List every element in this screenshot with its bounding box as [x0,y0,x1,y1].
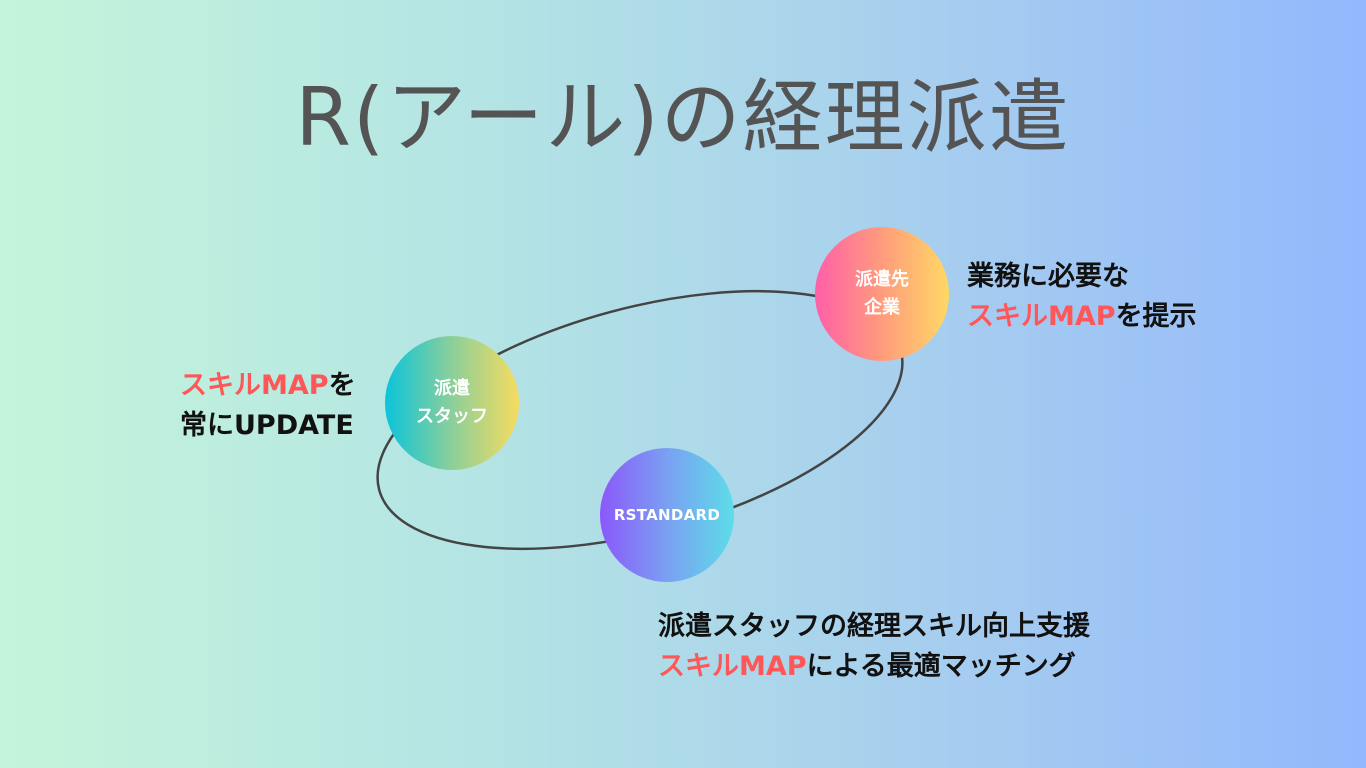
note-client-highlight: スキルMAP [967,301,1116,332]
note-staff-highlight: スキルMAP [180,370,329,401]
node-dispatch-staff-label: 派遣 スタッフ [416,378,488,427]
note-staff-line1: スキルMAPを [180,366,356,406]
node-rstandard: RSTANDARD [600,448,734,582]
note-rstandard-line2-rest: による最適マッチング [806,651,1076,682]
note-staff-line2: 常にUPDATE [180,410,354,441]
note-rstandard-highlight: スキルMAP [658,651,807,682]
note-client-line1: 業務に必要な [967,261,1129,292]
note-client: 業務に必要な スキルMAPを提示 [967,257,1197,337]
note-staff-line1-rest: を [328,370,356,401]
note-rstandard-line2: スキルMAPによる最適マッチング [658,647,1090,687]
node-dispatch-staff: 派遣 スタッフ [385,336,519,470]
node-dispatch-client: 派遣先 企業 [815,227,949,361]
note-client-line2: スキルMAPを提示 [967,297,1197,337]
node-dispatch-client-label: 派遣先 企業 [855,269,909,318]
note-staff: スキルMAPを 常にUPDATE [180,366,356,446]
note-rstandard-line1: 派遣スタッフの経理スキル向上支援 [658,611,1090,642]
node-rstandard-label: RSTANDARD [613,506,721,524]
note-client-line2-rest: を提示 [1115,301,1197,332]
page-title: R(アール)の経理派遣 [295,71,1071,164]
note-rstandard: 派遣スタッフの経理スキル向上支援 スキルMAPによる最適マッチング [658,607,1090,687]
